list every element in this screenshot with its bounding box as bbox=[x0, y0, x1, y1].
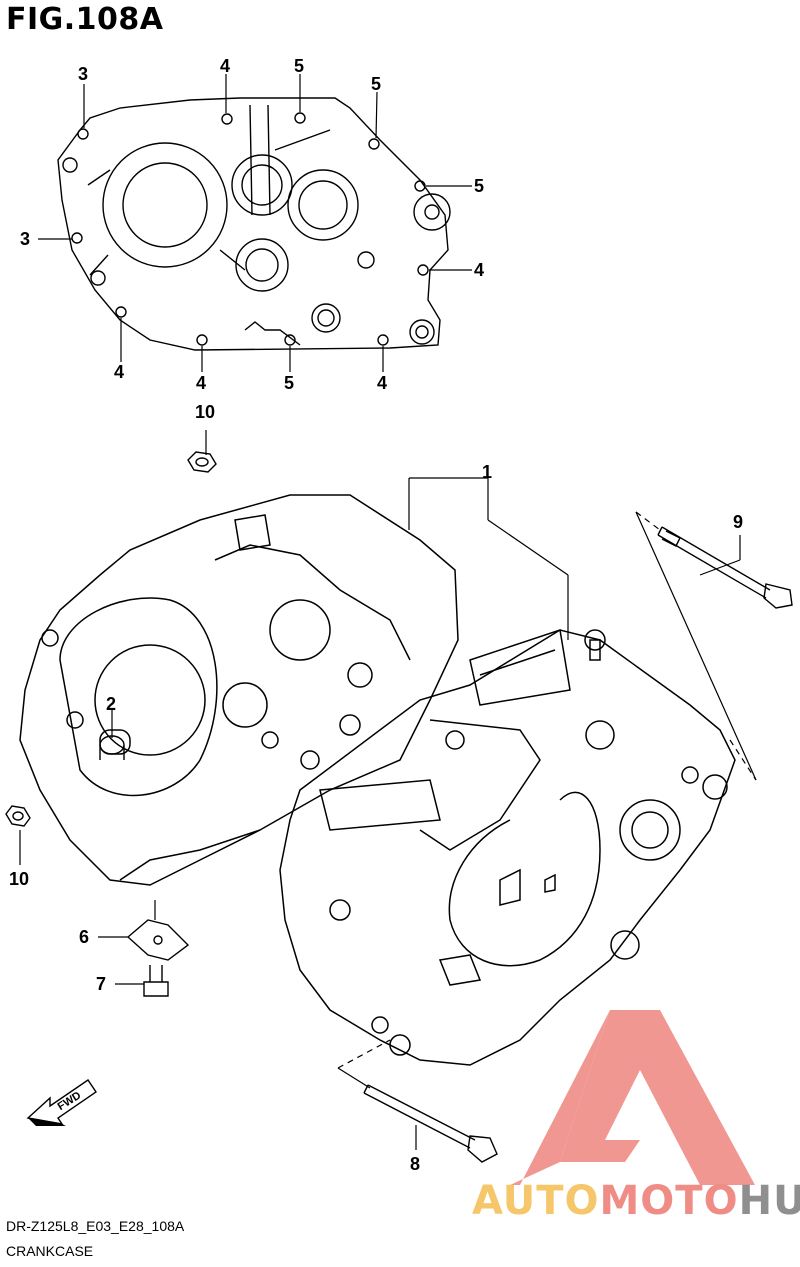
figure-title: FIG.108A bbox=[6, 2, 164, 37]
callout-6: 6 bbox=[79, 927, 89, 947]
callout-5: 5 bbox=[294, 56, 304, 76]
callout-1: 1 bbox=[482, 462, 492, 482]
callout-4: 4 bbox=[196, 373, 206, 393]
short-bolt bbox=[143, 965, 169, 997]
callout-9: 9 bbox=[733, 512, 743, 532]
callout-5: 5 bbox=[284, 373, 294, 393]
callout-10: 10 bbox=[9, 869, 29, 889]
nut-top bbox=[187, 451, 217, 473]
nut-left bbox=[5, 805, 31, 827]
callout-5: 5 bbox=[371, 74, 381, 94]
watermark-logo bbox=[510, 1010, 755, 1185]
leader-lines-top bbox=[38, 74, 472, 372]
callout-4: 4 bbox=[220, 56, 230, 76]
callout-5: 5 bbox=[474, 176, 484, 196]
diagram-name: CRANKCASE bbox=[6, 1243, 94, 1259]
diagram-code: DR-Z125L8_E03_E28_108A bbox=[6, 1218, 185, 1234]
watermark-text: AUTOMOTOHUB bbox=[472, 1178, 800, 1224]
callout-2: 2 bbox=[106, 694, 116, 714]
callout-4: 4 bbox=[377, 373, 387, 393]
crankcase-left-half bbox=[19, 494, 459, 886]
bolt-long-top bbox=[657, 526, 793, 609]
callout-4: 4 bbox=[474, 260, 484, 280]
callout-3: 3 bbox=[78, 64, 88, 84]
bolt-long-bottom bbox=[363, 1084, 498, 1163]
callouts: 3 4 5 5 5 3 4 4 4 5 4 10 1 9 2 10 6 7 8 bbox=[9, 56, 743, 1174]
callout-7: 7 bbox=[96, 974, 106, 994]
callout-8: 8 bbox=[410, 1154, 420, 1174]
crankcase-right-half bbox=[279, 629, 736, 1066]
forward-arrow: FWD bbox=[26, 1079, 97, 1126]
callout-3: 3 bbox=[20, 229, 30, 249]
clamp-plate bbox=[126, 919, 190, 961]
leader-lines-bottom bbox=[19, 430, 757, 1150]
callout-10: 10 bbox=[195, 402, 215, 422]
crankcase-face-view bbox=[57, 97, 451, 351]
callout-4: 4 bbox=[114, 362, 124, 382]
